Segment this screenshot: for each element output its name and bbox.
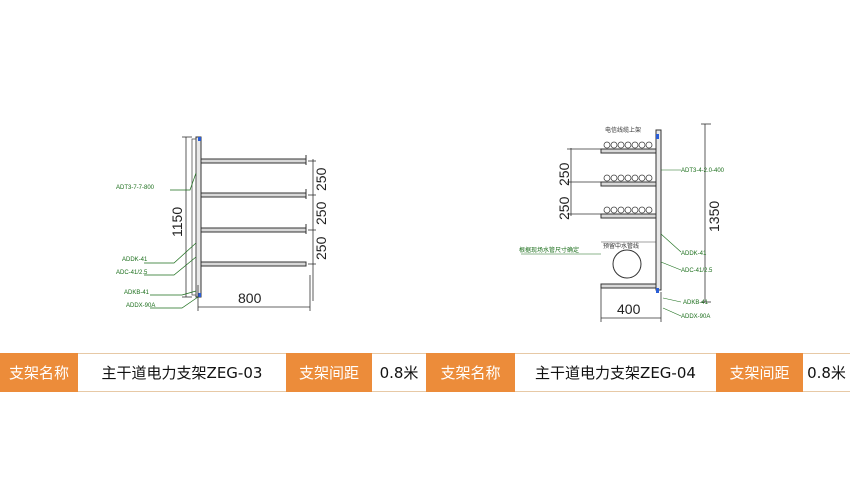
support-arms bbox=[600, 148, 657, 289]
height-label: 1150 bbox=[169, 207, 185, 237]
annotation-addx: ADDX-90A bbox=[681, 314, 710, 320]
left-dimension-line bbox=[567, 148, 601, 216]
support-column bbox=[655, 129, 662, 291]
annotation-addk: ADDK-41 bbox=[681, 251, 707, 257]
bottom-dimension-line bbox=[600, 288, 662, 322]
annotation-adt3: ADT3-4-2.0-400 bbox=[681, 168, 725, 174]
spacing-label-1: 250 bbox=[556, 162, 572, 186]
label-support-name-2: 支架名称 bbox=[426, 353, 515, 392]
annotation-leaders bbox=[521, 169, 682, 317]
value-support-spacing-2: 0.8米 bbox=[803, 353, 850, 392]
annotation-addk: ADDK-41 bbox=[122, 257, 148, 263]
spacing-label-2: 250 bbox=[313, 201, 329, 225]
right-dimension-line bbox=[701, 123, 711, 303]
annotation-adc: ADC-41/2.5 bbox=[681, 268, 713, 274]
annotation-telecom: 电信线缆上架 bbox=[605, 126, 641, 134]
support-drawing-zeg03: 250 250 250 1150 800 ADT3-7-7-800 ADDK-4… bbox=[100, 125, 340, 325]
support-column bbox=[195, 136, 202, 298]
annotation-adkb: ADKB-41 bbox=[683, 300, 709, 306]
arm-end-markers bbox=[198, 137, 201, 297]
support-drawing-zeg03-svg: 250 250 250 1150 800 ADT3-7-7-800 ADDK-4… bbox=[116, 136, 329, 311]
spacing-label-3: 250 bbox=[313, 236, 329, 260]
annotation-adkb: ADKB-41 bbox=[124, 290, 150, 296]
width-label: 800 bbox=[238, 290, 262, 306]
label-support-spacing-2: 支架间距 bbox=[716, 353, 803, 392]
value-support-name-2: 主干道电力支架ZEG-04 bbox=[515, 353, 716, 392]
height-label: 1350 bbox=[706, 201, 722, 232]
spacing-label-2: 250 bbox=[556, 196, 572, 220]
bottom-dimension-line bbox=[197, 275, 311, 311]
column-markers bbox=[656, 134, 659, 293]
annotation-adc: ADC-41/2.5 bbox=[116, 270, 148, 276]
annotation-adt3: ADT3-7-7-800 bbox=[116, 185, 155, 191]
annotation-pipe-size: 根据现场水管尺寸确定 bbox=[519, 246, 579, 254]
width-label: 400 bbox=[617, 301, 641, 317]
support-drawing-zeg04-svg: 250 250 1350 400 电信线缆上架 ADT3-4-2.0-400 A… bbox=[519, 123, 725, 322]
label-support-spacing-1: 支架间距 bbox=[286, 353, 372, 392]
value-support-name-1: 主干道电力支架ZEG-03 bbox=[78, 353, 286, 392]
annotation-leaders bbox=[144, 172, 199, 309]
cable-bundles bbox=[603, 141, 653, 214]
left-dimension-line bbox=[182, 136, 192, 298]
annotation-addx: ADDX-90A bbox=[126, 303, 155, 309]
support-arms bbox=[200, 155, 307, 267]
right-dimension-line bbox=[308, 159, 316, 301]
support-column-inner bbox=[191, 138, 197, 296]
support-info-table: 支架名称 主干道电力支架ZEG-03 支架间距 0.8米 支架名称 主干道电力支… bbox=[0, 353, 850, 392]
label-support-name-1: 支架名称 bbox=[0, 353, 78, 392]
water-pipe bbox=[612, 249, 642, 279]
spacing-label-1: 250 bbox=[313, 167, 329, 191]
value-support-spacing-1: 0.8米 bbox=[372, 353, 426, 392]
annotation-water-line: 预留中水管线 bbox=[603, 242, 639, 250]
support-drawing-zeg04: 250 250 1350 400 电信线缆上架 ADT3-4-2.0-400 A… bbox=[505, 112, 730, 327]
